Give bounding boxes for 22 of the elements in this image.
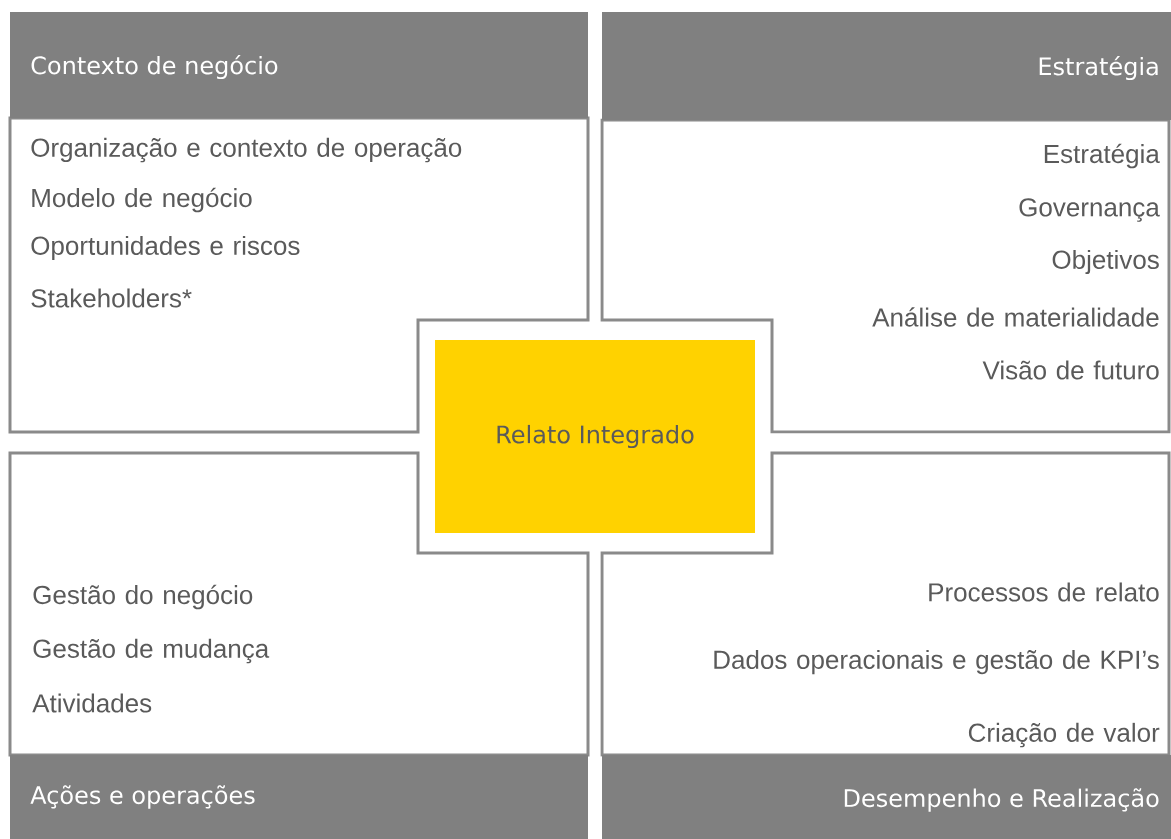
list-item: Modelo de negócio xyxy=(32,187,252,213)
panel-heading: Ações e operações xyxy=(30,785,255,809)
list-item: Análise de materialidade xyxy=(872,307,1159,327)
list-item: Gestão do negócio xyxy=(33,584,253,610)
center-box: Relato Integrado xyxy=(435,340,755,533)
list-item: Estratégia xyxy=(1044,143,1160,169)
list-item: Organização e contexto de operação xyxy=(31,137,462,163)
list-item: Processos de relato xyxy=(929,582,1159,602)
list-item: Gestão de mudança xyxy=(33,638,270,664)
list-item: Criação de valor xyxy=(968,722,1160,748)
panel-heading: Contexto de negócio xyxy=(31,54,278,80)
quadrant-panel xyxy=(600,451,1171,839)
panel-heading: Estratégia xyxy=(1039,55,1158,81)
list-item: Atividades xyxy=(32,693,152,713)
list-item: Oportunidades e riscos xyxy=(31,235,300,261)
panel-heading: Desempenho e Realização xyxy=(844,788,1159,812)
list-item: Visão de futuro xyxy=(982,360,1159,380)
quadrant-panel xyxy=(8,451,590,839)
list-item: Stakeholders* xyxy=(31,288,192,308)
list-item: Governança xyxy=(1019,198,1160,222)
list-item: Objetivos xyxy=(1052,249,1159,275)
list-item: Dados operacionais e gestão de KPI’s xyxy=(714,649,1159,675)
